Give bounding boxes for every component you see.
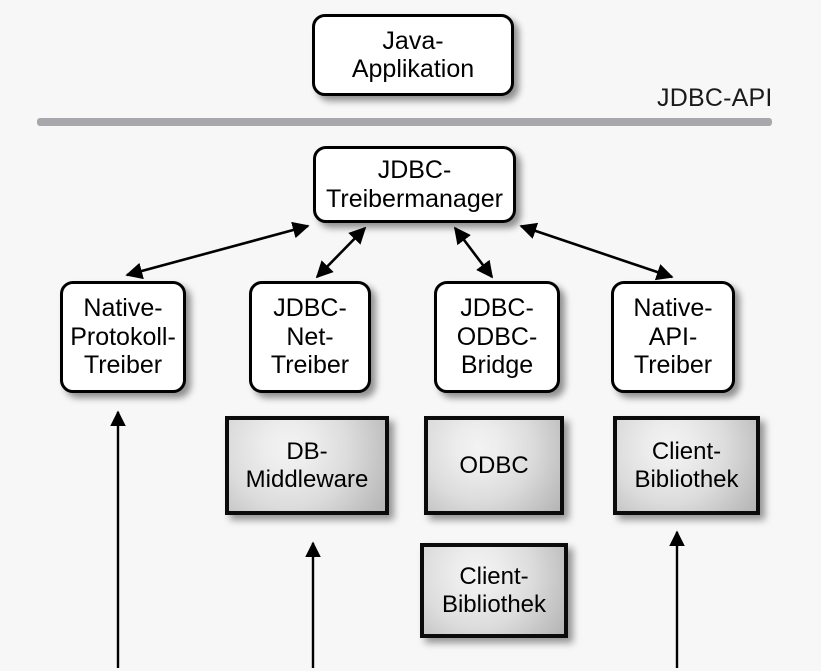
node-odbc[interactable]: ODBC (424, 416, 564, 515)
node-client-bibliothek-center[interactable]: Client- Bibliothek (420, 543, 568, 638)
link-manager-native-api (519, 222, 674, 281)
jdbc-api-label: JDBC-API (657, 84, 773, 112)
node-jdbc-treibermanager[interactable]: JDBC- Treibermanager (313, 146, 516, 223)
node-java-application[interactable]: Java- Applikation (312, 14, 514, 96)
jdbc-api-divider (37, 118, 772, 126)
node-client-bibliothek-right[interactable]: Client- Bibliothek (613, 416, 760, 515)
node-db-middleware[interactable]: DB- Middleware (225, 416, 389, 515)
node-native-protokoll-treiber[interactable]: Native- Protokoll- Treiber (60, 281, 186, 393)
node-jdbc-net-treiber[interactable]: JDBC- Net- Treiber (249, 281, 371, 393)
link-manager-jdbc-net (315, 226, 367, 279)
node-jdbc-odbc-bridge[interactable]: JDBC- ODBC- Bridge (434, 281, 560, 393)
link-manager-native-protocol (125, 221, 310, 280)
node-native-api-treiber[interactable]: Native- API- Treiber (611, 281, 735, 393)
link-manager-jdbc-odbc (453, 226, 494, 279)
